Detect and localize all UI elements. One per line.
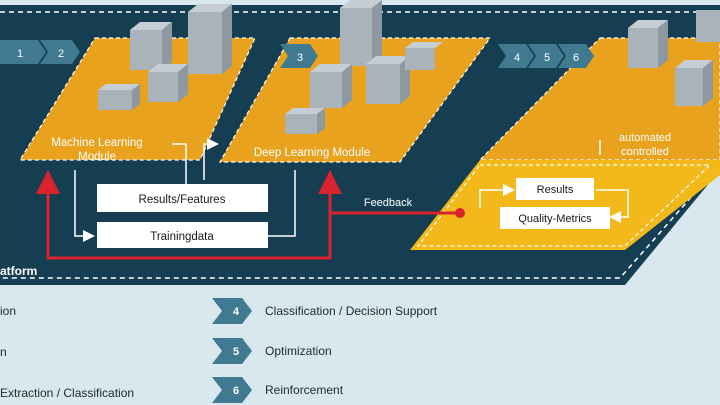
white-flow-lines [74,138,629,242]
legend-item-4: 4 Classification / Decision Support [212,298,438,324]
auto-module-label-2: controlled [621,146,669,158]
results-box [516,178,594,200]
svg-text:2: 2 [58,48,64,60]
ml-module-label-2: Module [78,151,116,163]
dl-cubes [285,0,443,134]
legend-item-5: 5 Optimization [212,338,332,364]
ml-cubes [98,4,232,110]
feedback-arrows [36,170,460,260]
svg-text:5: 5 [544,52,550,64]
trainingdata-label: Trainingdata [150,231,214,243]
platform-title: atform [0,264,37,278]
quality-panel [410,160,720,250]
svg-text:6: 6 [573,52,579,64]
svg-text:Optimization: Optimization [265,344,332,358]
legend-left-3: Extraction / Classification [0,386,134,400]
trainingdata-box [97,222,268,248]
svg-text:3: 3 [297,52,303,64]
step-badge-3: 3 [280,44,318,68]
step-badge-5: 5 [528,44,564,68]
feedback-label: Feedback [364,197,413,209]
svg-text:4: 4 [233,306,240,318]
svg-text:Reinforcement: Reinforcement [265,383,344,397]
svg-text:4: 4 [514,52,520,64]
auto-cubes [628,10,720,106]
legend-left-1: ion [0,304,16,318]
svg-text:1: 1 [17,48,23,60]
quality-metrics-label: Quality-Metrics [518,213,592,225]
svg-text:6: 6 [233,385,239,397]
results-features-label: Results/Features [139,194,226,206]
ml-module-label-1: Machine Learning [51,137,142,149]
legend-left-2: n [0,345,7,359]
svg-text:Classification / Decision Supp: Classification / Decision Support [265,304,438,318]
feedback-dot [455,208,465,218]
step-badge-2: 2 [40,40,80,64]
auto-module-panel [480,38,720,160]
quality-metrics-box [500,207,610,229]
step-badge-1: 1 [0,40,46,64]
svg-text:5: 5 [233,346,239,358]
legend-item-6: 6 Reinforcement [212,377,344,403]
auto-module-label-1: automated [619,132,671,144]
results-features-box [97,184,268,212]
results-label: Results [537,184,574,196]
step-badge-4: 4 [498,44,534,68]
step-badge-6: 6 [558,44,594,68]
dl-module-label: Deep Learning Module [254,147,370,159]
